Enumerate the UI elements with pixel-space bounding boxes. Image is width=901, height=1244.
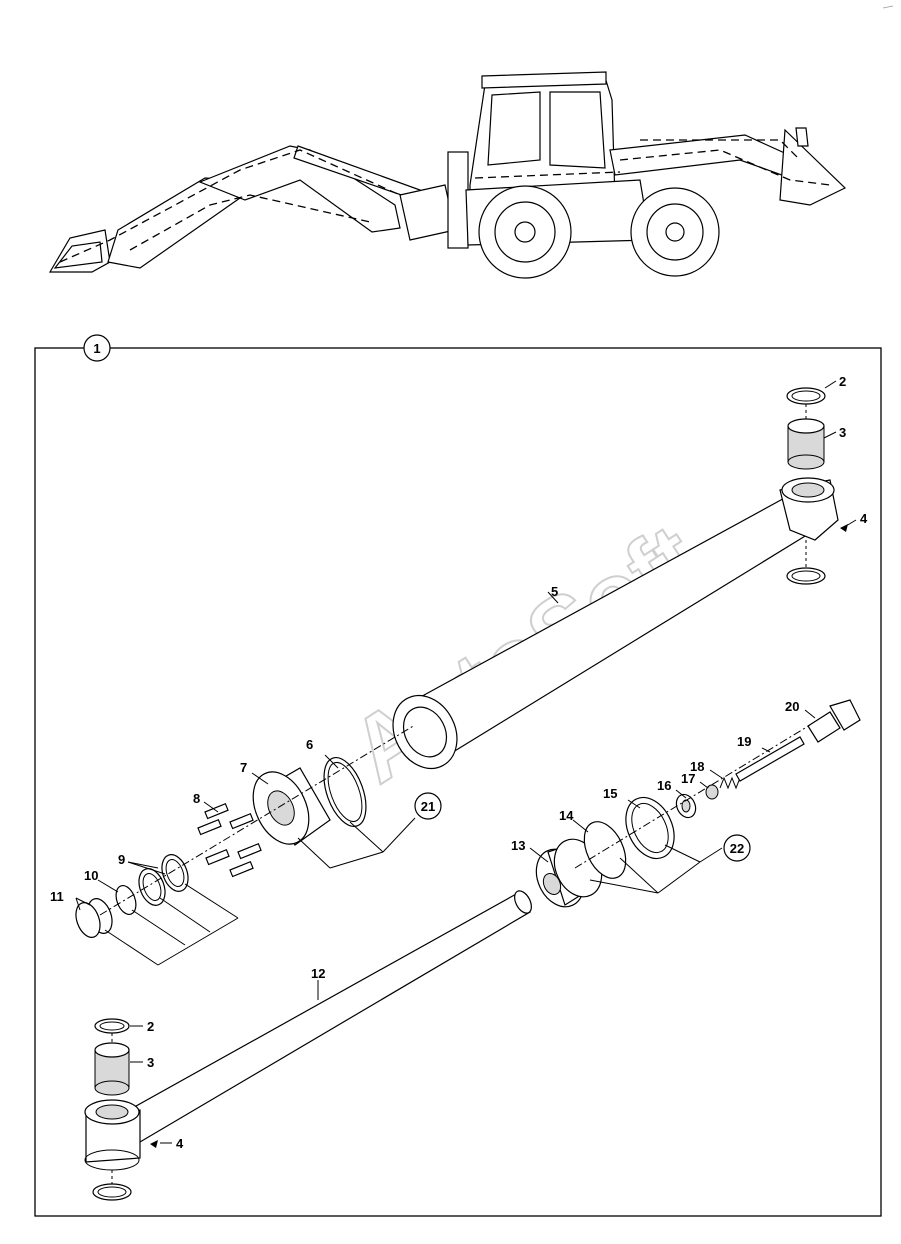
callout-22: 22 <box>730 841 744 856</box>
frame-callout-number: 1 <box>93 341 100 356</box>
diagram-frame <box>34 347 882 1217</box>
gland-head <box>252 767 331 846</box>
callout-10: 10 <box>84 868 98 883</box>
callout-19: 19 <box>737 734 751 749</box>
callout-6: 6 <box>306 737 313 752</box>
seal-9b <box>138 868 166 906</box>
callout-3-top: 3 <box>839 425 846 440</box>
callout-20: 20 <box>785 699 799 714</box>
callout-5: 5 <box>551 584 558 599</box>
o-ring-6 <box>323 757 367 827</box>
callout-21-circle <box>414 792 442 820</box>
cylinder-barrel <box>392 477 839 769</box>
callout-9: 9 <box>118 852 125 867</box>
callout-18: 18 <box>690 759 704 774</box>
spring-18 <box>719 776 741 790</box>
callout-21: 21 <box>421 799 435 814</box>
callout-8: 8 <box>193 791 200 806</box>
snap-ring-lower-eye <box>786 567 826 585</box>
callout-11: 11 <box>50 889 64 904</box>
frame-callout-circle <box>83 334 111 362</box>
bushing-top <box>787 418 825 470</box>
backhoe-loader-illustration <box>48 5 894 279</box>
callout-3-bottom: 3 <box>147 1055 154 1070</box>
bushing-bottom <box>94 1042 130 1096</box>
snap-ring-top <box>786 387 826 405</box>
callout-13: 13 <box>511 838 525 853</box>
callout-4-top: 4 <box>860 511 868 526</box>
callout-17: 17 <box>681 771 695 786</box>
snap-ring-lower-rod <box>92 1183 132 1201</box>
callout-22-circle <box>723 834 751 862</box>
plug-20 <box>807 699 861 743</box>
callout-14: 14 <box>559 808 574 823</box>
callout-12: 12 <box>311 966 325 981</box>
wiper-10 <box>115 884 137 916</box>
callout-2-bottom: 2 <box>147 1019 154 1034</box>
seal-9a <box>161 854 189 892</box>
callout-15: 15 <box>603 786 617 801</box>
cap-screws <box>197 802 262 878</box>
callout-4-bottom: 4 <box>176 1136 184 1151</box>
callout-2-top: 2 <box>839 374 846 389</box>
grease-fitting-bottom <box>150 1140 158 1148</box>
piston-rod <box>84 890 532 1171</box>
callout-labels: 2 3 4 5 6 7 8 9 10 11 12 13 14 15 16 17 … <box>50 374 868 1151</box>
pin-19 <box>735 736 805 782</box>
callout-7: 7 <box>240 760 247 775</box>
seal-11b <box>75 902 101 938</box>
callout-16: 16 <box>657 778 671 793</box>
leader-lines <box>75 380 857 1144</box>
piston-seal-15 <box>625 796 675 860</box>
